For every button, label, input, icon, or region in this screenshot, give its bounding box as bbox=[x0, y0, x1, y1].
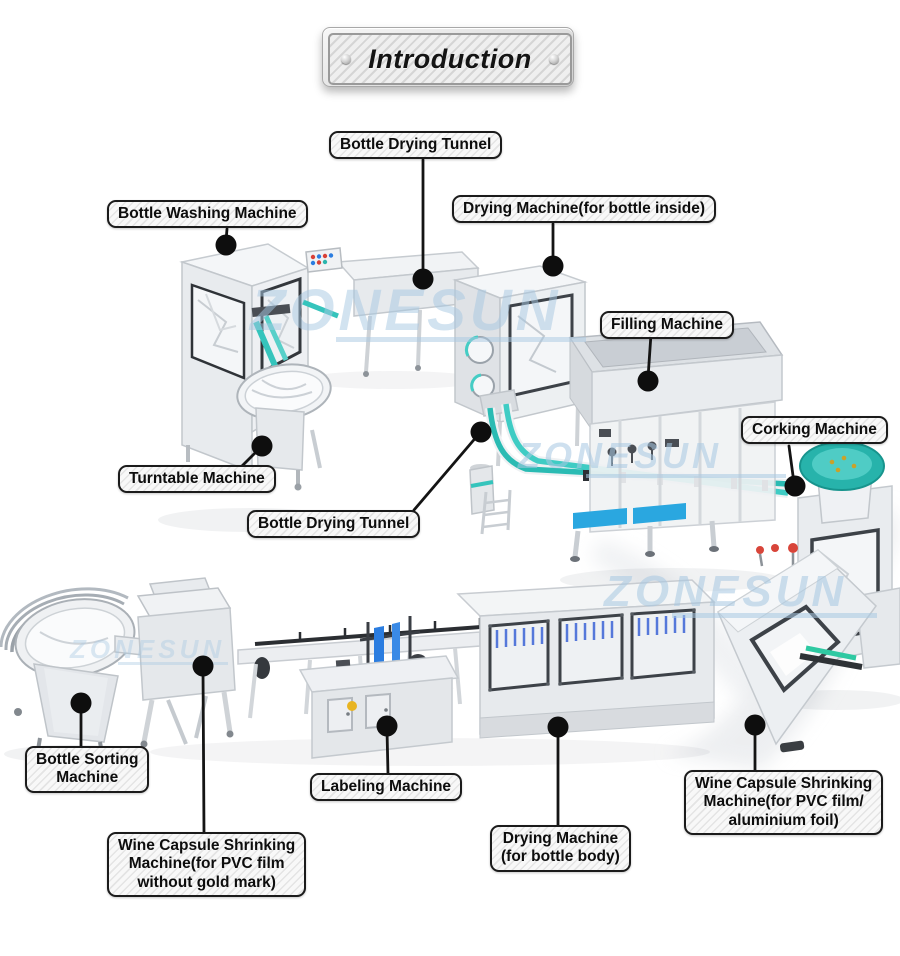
label-line: Labeling Machine bbox=[321, 778, 452, 795]
label-line: (for bottle body) bbox=[501, 848, 620, 866]
control-panel bbox=[305, 247, 343, 273]
watermark-text: ZONESUN bbox=[517, 435, 722, 476]
label-bottle-drying-tunnel-top: Bottle Drying Tunnel bbox=[329, 131, 503, 160]
label-drying-machine-bottle-body: Drying Machine (for bottle body) bbox=[490, 825, 631, 872]
label-line: Bottle Drying Tunnel bbox=[340, 136, 492, 153]
label-line: Turntable Machine bbox=[129, 470, 265, 487]
title-plate: Introduction bbox=[322, 27, 574, 87]
label-line: Bottle Sorting bbox=[36, 751, 139, 768]
watermark-group: ZONESUN ZONESUN ZONESUN ZONESUN bbox=[69, 278, 877, 665]
machine-filling bbox=[568, 321, 784, 562]
label-line: Drying Machine bbox=[502, 830, 619, 847]
machine-capsule-shrinking-no-gold bbox=[136, 577, 236, 748]
machine-bottle-sorting bbox=[0, 587, 153, 761]
title-plate-face: Introduction bbox=[328, 33, 572, 85]
label-drying-machine-bottle-inside: Drying Machine(for bottle inside) bbox=[452, 195, 716, 224]
label-filling-machine: Filling Machine bbox=[600, 311, 734, 340]
label-wine-capsule-shrinking-no-gold: Wine Capsule Shrinking Machine(for PVC f… bbox=[107, 832, 307, 897]
label-line: Bottle Washing Machine bbox=[118, 205, 297, 222]
label-line: Machine(for PVC film/ bbox=[703, 793, 864, 811]
label-bottle-washing-machine: Bottle Washing Machine bbox=[107, 200, 308, 229]
label-line: Machine bbox=[56, 769, 119, 787]
machine-drying-bottle-body bbox=[456, 579, 716, 739]
screw-icon-left bbox=[341, 54, 351, 64]
label-line: Filling Machine bbox=[611, 316, 723, 333]
label-corking-machine: Corking Machine bbox=[741, 416, 888, 445]
label-turntable-machine: Turntable Machine bbox=[118, 465, 276, 494]
label-line: Machine(for PVC film bbox=[128, 855, 285, 873]
watermark-text: ZONESUN bbox=[602, 567, 847, 616]
label-labeling-machine: Labeling Machine bbox=[310, 773, 463, 802]
label-line: Corking Machine bbox=[752, 421, 877, 438]
label-line: Bottle Drying Tunnel bbox=[258, 515, 410, 532]
callout-dots bbox=[70, 234, 806, 738]
label-line: Wine Capsule Shrinking bbox=[695, 775, 873, 792]
screw-icon-right bbox=[549, 54, 559, 64]
machine-capsule-shrinking-aluminium bbox=[717, 544, 900, 753]
label-line: aluminium foil) bbox=[728, 811, 839, 829]
label-bottle-drying-tunnel-lower: Bottle Drying Tunnel bbox=[247, 510, 421, 539]
label-line: without gold mark) bbox=[137, 873, 276, 891]
label-bottle-sorting-machine: Bottle Sorting Machine bbox=[25, 746, 150, 793]
label-line: Drying Machine(for bottle inside) bbox=[463, 200, 705, 217]
label-wine-capsule-shrinking-aluminium: Wine Capsule Shrinking Machine(for PVC f… bbox=[684, 770, 884, 835]
label-line: Wine Capsule Shrinking bbox=[118, 837, 296, 854]
machine-drying-bottle-inside bbox=[452, 265, 588, 535]
watermark-text: ZONESUN bbox=[248, 278, 562, 343]
page-title: Introduction bbox=[368, 43, 532, 74]
conveyor-teal bbox=[485, 403, 789, 498]
